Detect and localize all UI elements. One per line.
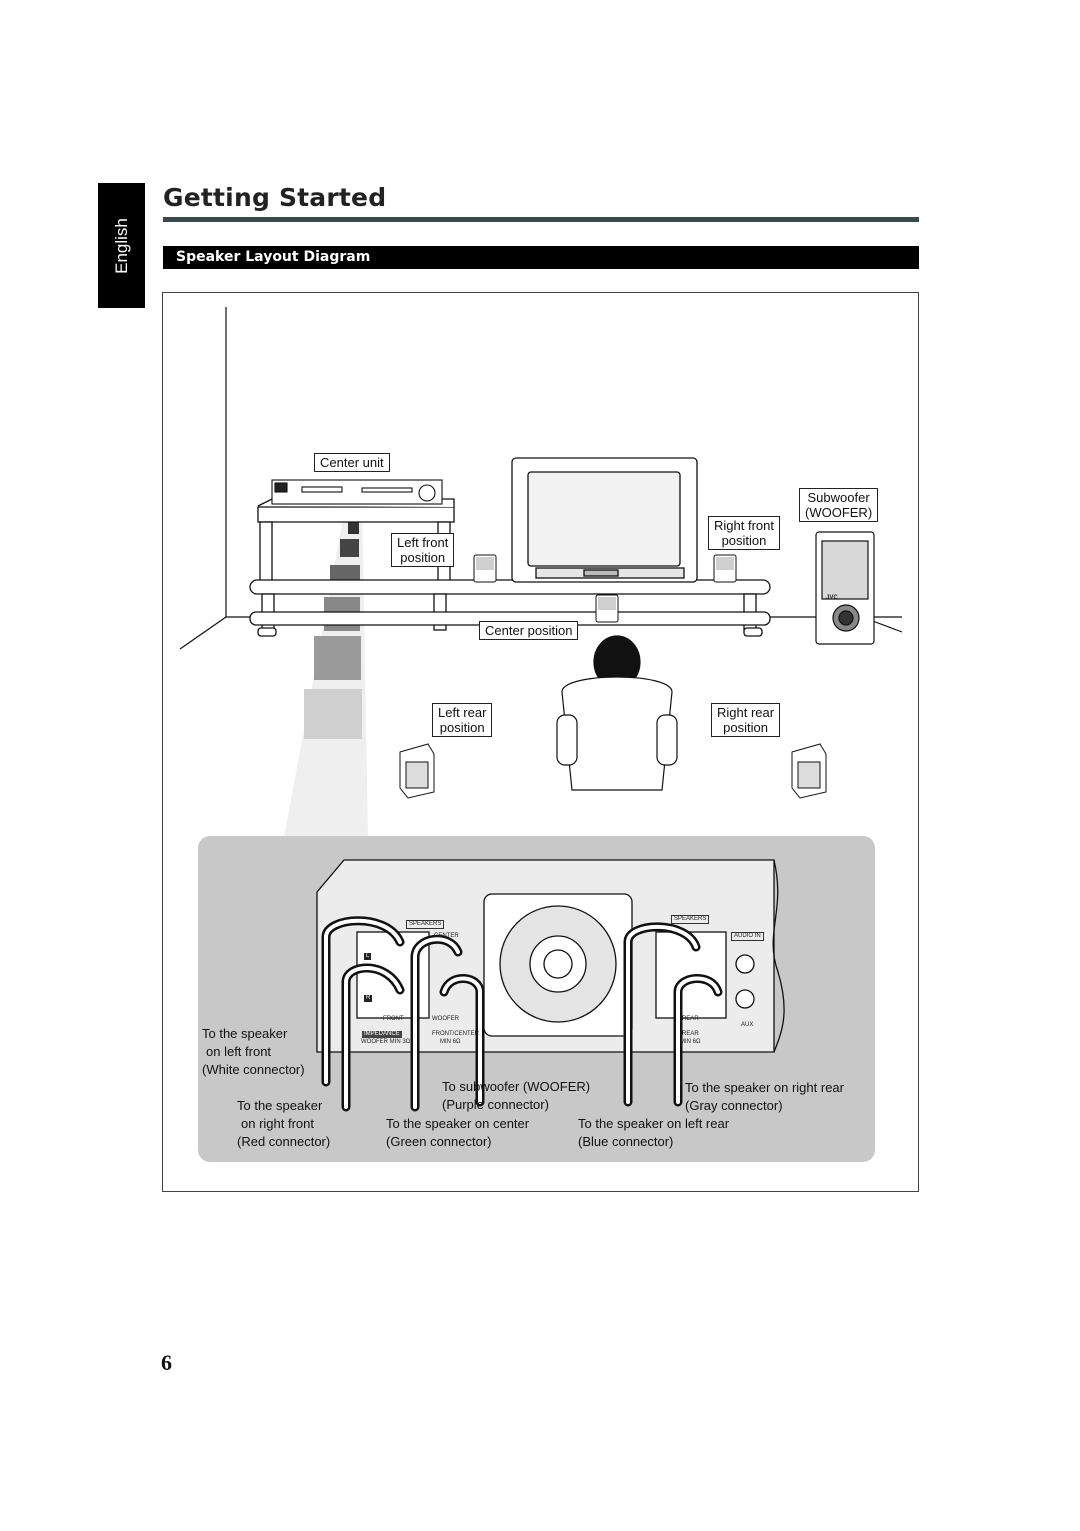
panel-rear-label: REAR: [682, 1016, 699, 1022]
label-left-rear-line2: position: [439, 720, 485, 735]
label-right-front-position: Right front position: [708, 516, 780, 550]
language-tab: English: [98, 183, 145, 308]
conn-right-front-line2: on right front: [241, 1116, 314, 1131]
panel-front-label: FRONT: [383, 1016, 404, 1022]
television: [511, 457, 698, 583]
panel-rear-min-label: MIN 6Ω: [680, 1039, 701, 1045]
panel-front-center-label: FRONT/CENTER: [432, 1031, 479, 1037]
section-title: Speaker Layout Diagram: [176, 249, 371, 265]
label-right-front-line1: Right front: [714, 518, 774, 533]
subwoofer: [815, 531, 875, 645]
label-subwoofer-line2: (WOOFER): [805, 505, 873, 520]
label-left-front-line1: Left front: [397, 535, 449, 550]
center-unit: [271, 479, 443, 505]
label-center-position: Center position: [479, 621, 579, 640]
language-tab-label: English: [111, 217, 131, 274]
panel-center-label: CENTER: [434, 933, 459, 939]
conn-left-front: To the speaker on left front (White conn…: [202, 1026, 305, 1077]
conn-center: To the speaker on center (Green connecto…: [386, 1116, 529, 1149]
page-number: 6: [161, 1350, 172, 1375]
panel-r-badge: R: [364, 995, 373, 1002]
conn-right-front-line3: (Red connector): [237, 1134, 331, 1149]
center-speaker: [595, 594, 619, 623]
panel-audio-in-label: AUDIO IN: [731, 932, 764, 941]
panel-woofer-min-label: WOOFER MIN 3Ω: [361, 1039, 411, 1045]
right-rear-speaker: [791, 743, 827, 799]
tv-rack: [249, 498, 771, 637]
label-subwoofer: Subwoofer (WOOFER): [799, 488, 879, 522]
conn-right-rear-line1: To the speaker on right rear: [685, 1080, 844, 1095]
conn-woofer-line1: To subwoofer (WOOFER): [442, 1079, 591, 1094]
conn-woofer: To subwoofer (WOOFER) (Purple connector): [442, 1079, 590, 1112]
subwoofer-brand-label: JVC: [826, 595, 838, 601]
conn-left-rear: To the speaker on left rear (Blue connec…: [578, 1116, 729, 1149]
label-right-front-line2: position: [721, 533, 767, 548]
panel-speakers-label-left: SPEAKERS: [406, 920, 445, 929]
panel-impedance-label: IMPEDANCE: [362, 1031, 402, 1038]
label-left-front-position: Left front position: [391, 533, 455, 567]
conn-woofer-line2: (Purple connector): [442, 1097, 549, 1112]
conn-center-line2: (Green connector): [386, 1134, 492, 1149]
panel-rear-min-top: REAR: [682, 1031, 699, 1037]
left-rear-speaker: [399, 743, 435, 799]
right-front-speaker: [713, 554, 737, 583]
section-heading: Speaker Layout Diagram: [163, 246, 919, 269]
label-left-rear-line1: Left rear: [438, 705, 487, 720]
conn-left-front-line1: To the speaker: [202, 1026, 288, 1041]
label-subwoofer-line1: Subwoofer: [807, 490, 870, 505]
diagram-artwork: [162, 292, 919, 1192]
conn-right-front: To the speaker on right front (Red conne…: [237, 1098, 330, 1149]
panel-front-center-min-label: MIN 6Ω: [440, 1039, 461, 1045]
rear-panel: [316, 859, 785, 1053]
speaker-layout-diagram: Center unit Left front position Right fr…: [162, 292, 919, 1192]
label-right-rear-line1: Right rear: [717, 705, 775, 720]
panel-woofer-label: WOOFER: [432, 1016, 459, 1022]
label-right-rear-line2: position: [723, 720, 768, 735]
panel-aux-label: AUX: [741, 1022, 754, 1028]
conn-center-line1: To the speaker on center: [386, 1116, 530, 1131]
left-front-speaker: [473, 554, 497, 583]
conn-left-front-line3: (White connector): [202, 1062, 305, 1077]
conn-right-front-line1: To the speaker: [237, 1098, 323, 1113]
conn-left-front-line2: on left front: [206, 1044, 272, 1059]
conn-left-rear-line2: (Blue connector): [578, 1134, 674, 1149]
conn-right-rear-line2: (Gray connector): [685, 1098, 783, 1113]
listener: [556, 635, 678, 791]
label-right-rear-position: Right rear position: [711, 703, 781, 737]
panel-speakers-label-right: SPEAKERS: [671, 915, 710, 924]
panel-l-badge: L: [364, 953, 372, 960]
conn-right-rear: To the speaker on right rear (Gray conne…: [685, 1080, 844, 1113]
conn-left-rear-line1: To the speaker on left rear: [578, 1116, 730, 1131]
title-rule: [163, 217, 919, 222]
label-left-rear-position: Left rear position: [432, 703, 493, 737]
label-center-unit: Center unit: [314, 453, 390, 472]
page-title: Getting Started: [163, 183, 387, 212]
label-left-front-line2: position: [400, 550, 446, 565]
